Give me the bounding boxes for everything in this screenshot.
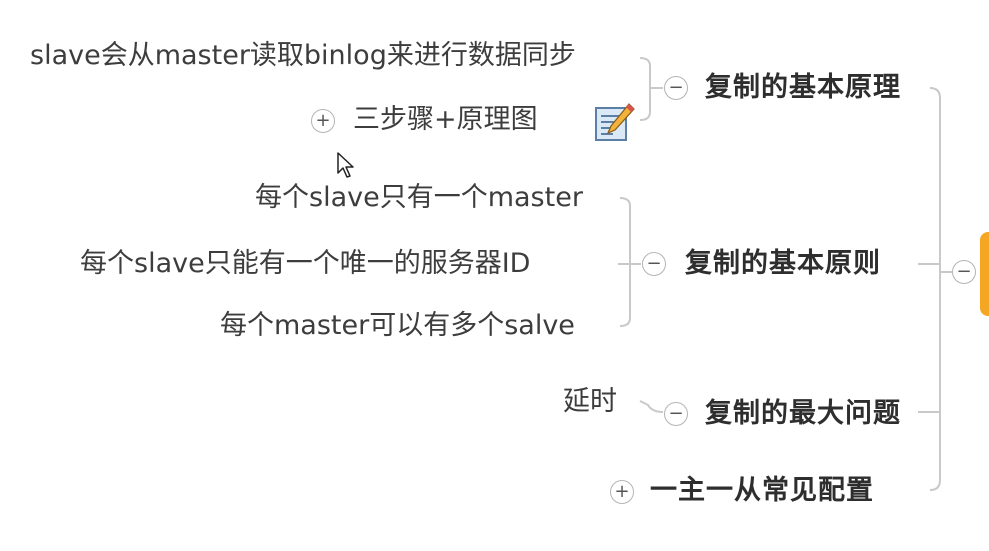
branch-master-slave-config-toggle[interactable]: + xyxy=(610,480,634,504)
leaf-master-many-slaves[interactable]: 每个master可以有多个salve xyxy=(220,310,575,341)
leaf-three-steps-toggle[interactable]: + xyxy=(311,109,335,133)
leaf-three-steps-diagram[interactable]: 三步骤+原理图 xyxy=(353,104,538,135)
branch-master-slave-config[interactable]: 一主一从常见配置 xyxy=(650,475,874,506)
leaf-latency[interactable]: 延时 xyxy=(563,386,617,417)
branch-replication-principle[interactable]: 复制的基本原理 xyxy=(705,72,901,103)
root-node-edge[interactable] xyxy=(980,232,989,316)
branch-replication-rules-toggle[interactable]: − xyxy=(642,252,666,276)
branch-replication-principle-toggle[interactable]: − xyxy=(664,76,688,100)
branch-biggest-problem-toggle[interactable]: − xyxy=(664,402,688,426)
leaf-unique-server-id[interactable]: 每个slave只能有一个唯一的服务器ID xyxy=(80,248,531,279)
root-collapse-toggle[interactable]: − xyxy=(952,260,976,284)
note-pencil-icon[interactable] xyxy=(593,102,635,142)
leaf-one-master-per-slave[interactable]: 每个slave只有一个master xyxy=(255,182,583,213)
branch-replication-rules[interactable]: 复制的基本原则 xyxy=(685,248,881,279)
branch-biggest-problem[interactable]: 复制的最大问题 xyxy=(705,398,901,429)
mouse-cursor-icon xyxy=(337,152,354,178)
leaf-slave-reads-binlog[interactable]: slave会从master读取binlog来进行数据同步 xyxy=(30,40,576,71)
